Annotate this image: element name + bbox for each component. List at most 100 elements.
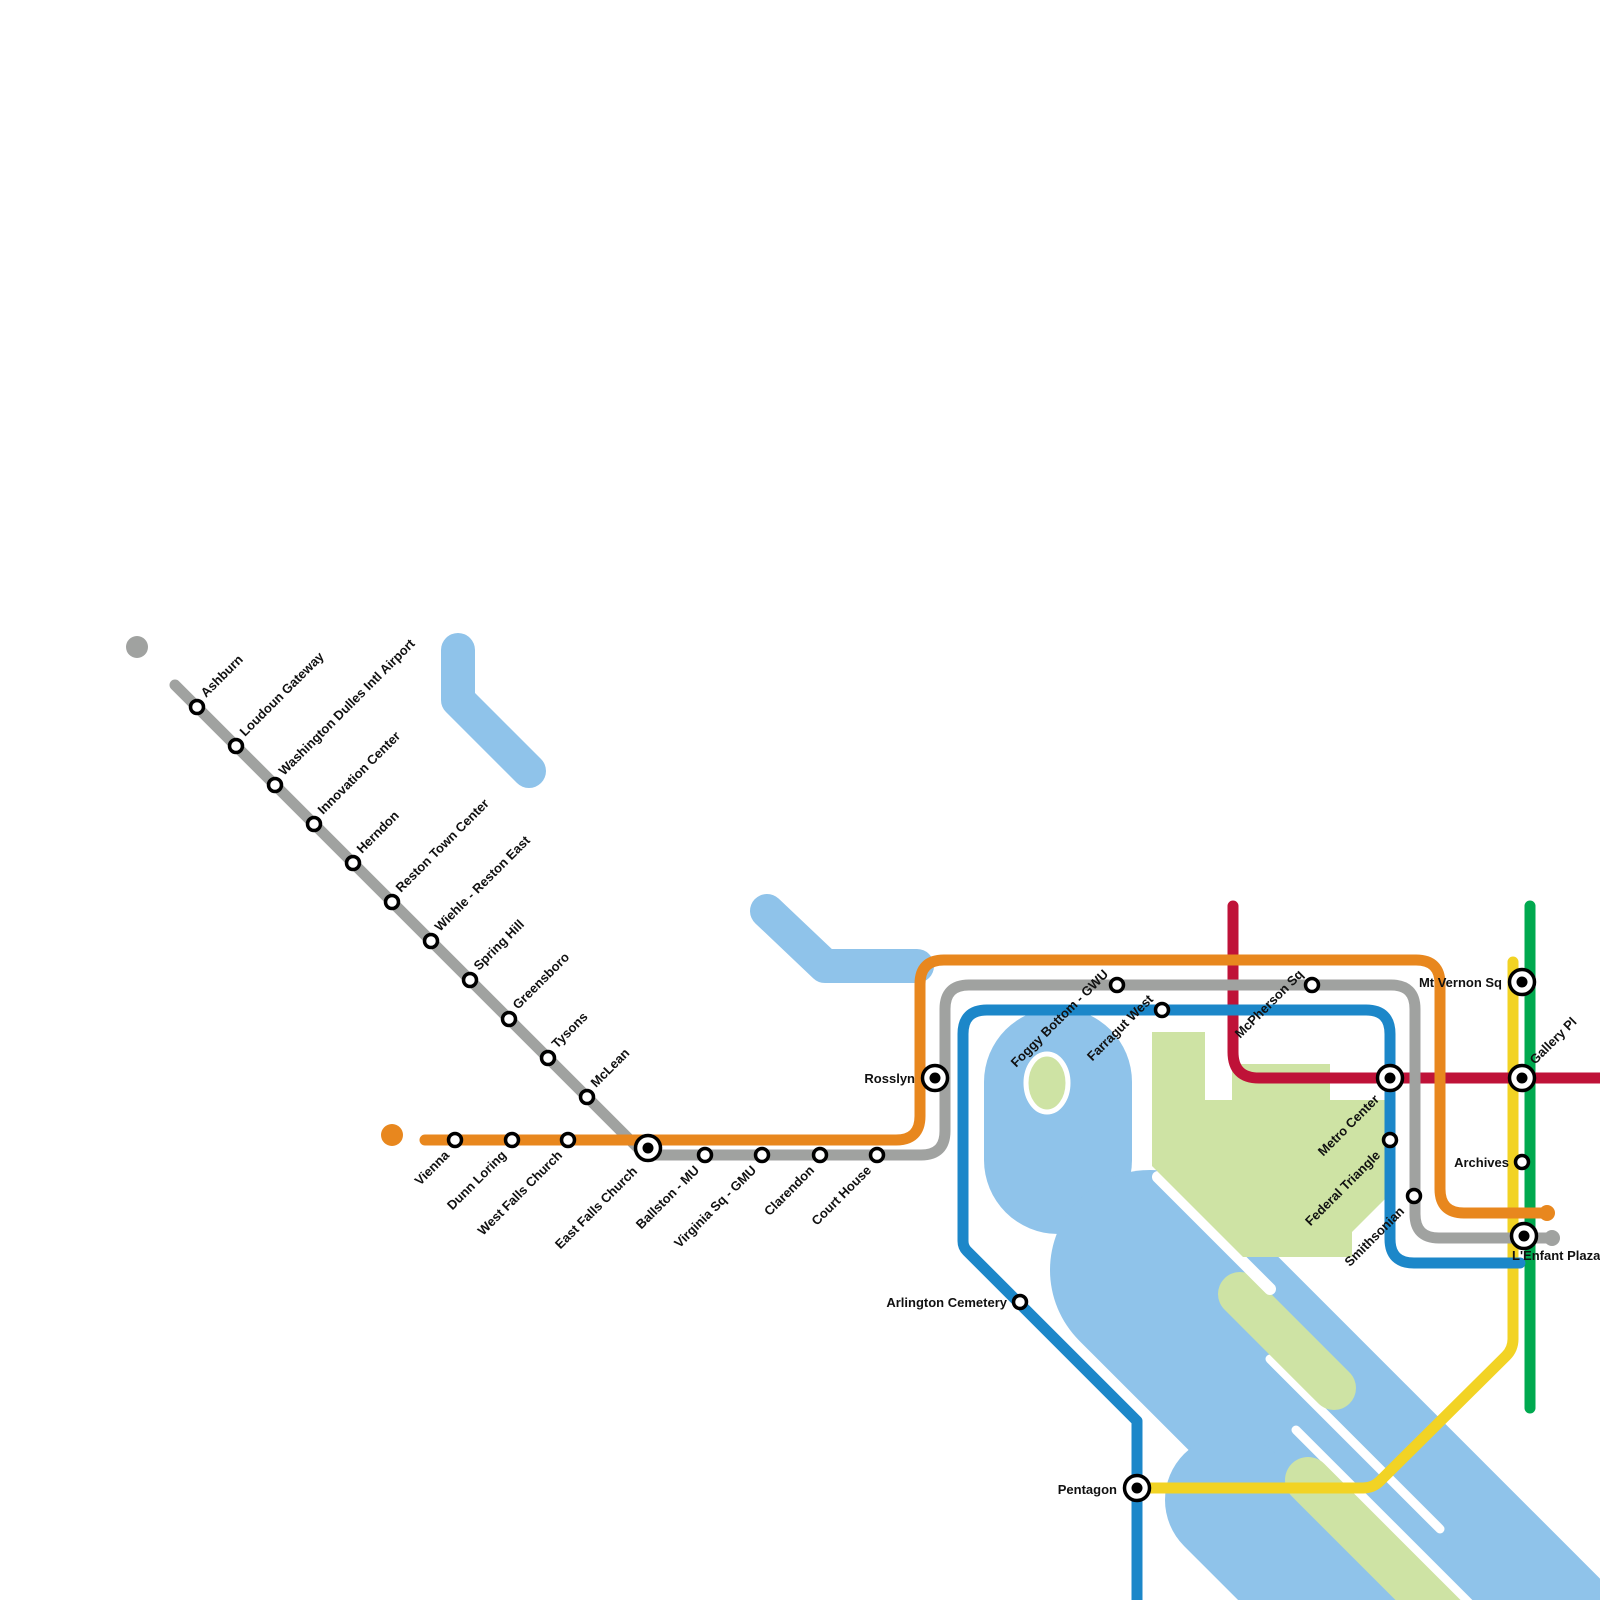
water-river-georgetown <box>750 894 934 983</box>
station-archives[interactable] <box>1513 1153 1531 1171</box>
station-dot <box>1153 1001 1171 1019</box>
station-dot <box>344 854 362 872</box>
station-dot <box>422 932 440 950</box>
station-dot <box>503 1131 521 1149</box>
station-label-archives: Archives <box>1454 1155 1509 1170</box>
station-dot <box>868 1146 886 1164</box>
station-dot <box>578 1088 596 1106</box>
station-label-l-enfant-plaza: L'Enfant Plaza <box>1512 1248 1600 1263</box>
station-label-mt-vernon-sq: Mt Vernon Sq <box>1419 975 1502 990</box>
park-roosevelt-island <box>1023 1051 1071 1115</box>
station-metro-center[interactable] <box>1375 1063 1405 1093</box>
station-dot <box>446 1131 464 1149</box>
station-arlington-cemetery[interactable] <box>1011 1293 1029 1311</box>
transfer-station-core <box>642 1142 654 1154</box>
transfer-station-core <box>1516 1072 1528 1084</box>
transfer-station-core <box>1131 1482 1143 1494</box>
station-mcpherson-sq[interactable] <box>1303 976 1321 994</box>
orange-line-terminus-dot <box>381 1124 403 1146</box>
station-mt-vernon-sq[interactable] <box>1507 967 1537 997</box>
station-innovation-center[interactable] <box>305 815 323 833</box>
station-label-vienna: Vienna <box>412 1147 453 1188</box>
silver-line-terminus-dot <box>1544 1230 1560 1246</box>
station-mclean[interactable] <box>578 1088 596 1106</box>
station-reston-town-center[interactable] <box>383 893 401 911</box>
station-label-tysons: Tysons <box>549 1009 591 1051</box>
station-label-greensboro: Greensboro <box>510 949 573 1012</box>
station-federal-triangle[interactable] <box>1381 1131 1399 1149</box>
orange-line-path <box>419 954 1553 1219</box>
water-potomac-pocket <box>1165 1435 1365 1600</box>
station-herndon[interactable] <box>344 854 362 872</box>
station-tysons[interactable] <box>539 1049 557 1067</box>
station-gallery-pl[interactable] <box>1507 1063 1537 1093</box>
station-dot <box>811 1146 829 1164</box>
station-dot <box>461 971 479 989</box>
water-river-upper-left <box>441 633 546 788</box>
station-dot <box>1381 1131 1399 1149</box>
station-east-falls-church[interactable] <box>633 1133 663 1163</box>
silver-line-terminus-dot <box>126 636 148 658</box>
station-label-rosslyn: Rosslyn <box>864 1071 915 1086</box>
station-label-herndon: Herndon <box>354 808 402 856</box>
station-label-innovation-center: Innovation Center <box>315 728 404 817</box>
station-label-mcpherson-sq: McPherson Sq <box>1232 966 1306 1040</box>
blue-line-path <box>957 1004 1526 1600</box>
station-label-arlington-cemetery: Arlington Cemetery <box>886 1295 1007 1310</box>
station-rosslyn[interactable] <box>920 1063 950 1093</box>
station-wiehle-reston-east[interactable] <box>422 932 440 950</box>
stations-layer <box>188 698 1539 1503</box>
station-clarendon[interactable] <box>811 1146 829 1164</box>
shoreline-gap-a <box>1265 1354 1445 1534</box>
station-west-falls-church[interactable] <box>559 1131 577 1149</box>
station-washington-dulles-intl-airport[interactable] <box>266 776 284 794</box>
station-vienna[interactable] <box>446 1131 464 1149</box>
station-pentagon[interactable] <box>1122 1473 1152 1503</box>
orange-line-terminus-dot <box>1539 1205 1555 1221</box>
park-east-potomac <box>1285 1457 1461 1600</box>
station-dot <box>1011 1293 1029 1311</box>
water-layer <box>441 633 1600 1600</box>
station-dot <box>753 1146 771 1164</box>
station-label-washington-dulles-intl-airport: Washington Dulles Intl Airport <box>276 635 419 778</box>
transfer-station-core <box>929 1072 941 1084</box>
station-greensboro[interactable] <box>500 1010 518 1028</box>
water-washington-channel <box>1264 1376 1448 1560</box>
station-label-clarendon: Clarendon <box>761 1162 817 1218</box>
station-label-mclean: McLean <box>588 1045 633 1090</box>
park-national-mall <box>1152 1032 1392 1257</box>
station-label-east-falls-church: East Falls Church <box>552 1163 640 1251</box>
station-spring-hill[interactable] <box>461 971 479 989</box>
shoreline-gap-b <box>1291 1425 1473 1600</box>
station-label-spring-hill: Spring Hill <box>471 917 528 974</box>
station-ashburn[interactable] <box>188 698 206 716</box>
station-ballston-mu[interactable] <box>696 1146 714 1164</box>
yellow-line-path <box>1144 956 1519 1494</box>
station-dot <box>559 1131 577 1149</box>
transfer-station-core <box>1384 1072 1396 1084</box>
station-l-enfant-plaza[interactable] <box>1509 1221 1539 1251</box>
station-court-house[interactable] <box>868 1146 886 1164</box>
station-farragut-west[interactable] <box>1153 1001 1171 1019</box>
station-dot <box>1303 976 1321 994</box>
station-label-pentagon: Pentagon <box>1058 1482 1117 1497</box>
station-virginia-sq-gmu[interactable] <box>753 1146 771 1164</box>
transfer-station-core <box>1516 976 1528 988</box>
station-loudoun-gateway[interactable] <box>227 737 245 755</box>
park-tidal-strip <box>1218 1272 1356 1410</box>
station-smithsonian[interactable] <box>1405 1187 1423 1205</box>
station-dunn-loring[interactable] <box>503 1131 521 1149</box>
station-foggy-bottom-gwu[interactable] <box>1108 976 1126 994</box>
station-dot <box>383 893 401 911</box>
red-line-path <box>1227 900 1600 1084</box>
station-label-court-house: Court House <box>808 1163 874 1229</box>
station-dot <box>305 815 323 833</box>
park-layer <box>1023 1032 1461 1600</box>
station-label-ashburn: Ashburn <box>198 652 246 700</box>
station-dot <box>266 776 284 794</box>
station-label-loudoun-gateway: Loudoun Gateway <box>237 648 328 739</box>
station-dot <box>1405 1187 1423 1205</box>
shoreline-gap-mall <box>1152 1171 1276 1295</box>
